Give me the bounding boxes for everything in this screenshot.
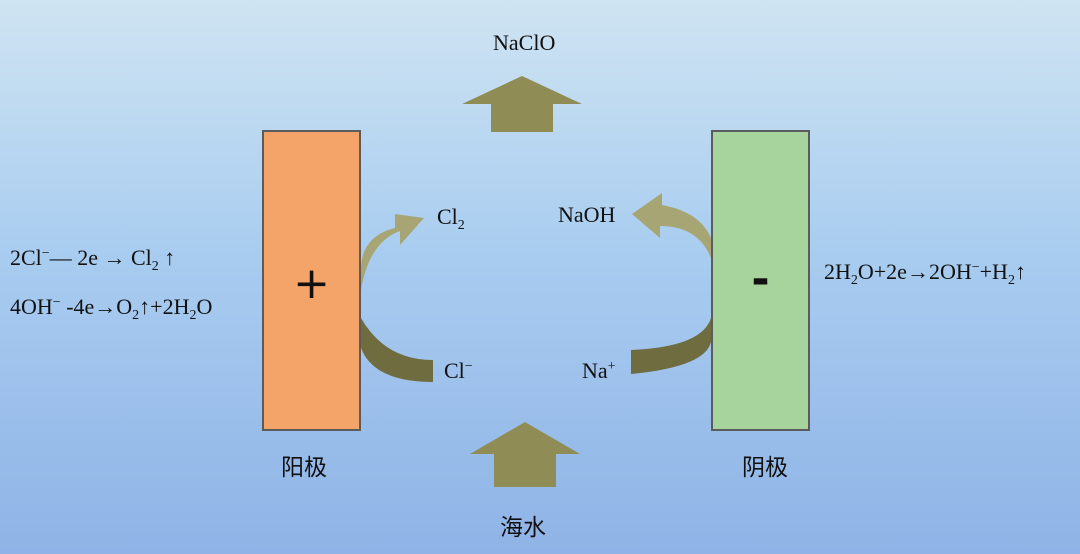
anode-label: 阳极 [281,455,327,481]
bottom-input-label: 海水 [500,515,546,541]
cathode-electrode [711,130,810,431]
cathode-label: 阴极 [742,455,788,481]
top-product-label: NaClO [493,30,556,55]
arrow-up-top [462,76,582,132]
cathode-reaction: 2H2O+2e→2OH−+H2↑ [824,259,1026,288]
anode-reaction-2: 4OH− -4e→O2↑+2H2O [10,294,213,323]
arrow-up-bottom [470,422,580,487]
na-ion-label: Na+ [582,358,616,383]
anode-reaction-1: 2Cl−— 2e → Cl2 ↑ [10,245,176,274]
cathode-sign: - [751,254,770,305]
curve-cathode-to-naoh [632,193,711,258]
curve-na-ion-to-cathode [631,318,711,374]
naoh-label: NaOH [558,202,616,227]
curve-cl-ion-to-anode [361,318,433,382]
anode-electrode [262,130,361,431]
cl2-gas-label: Cl2 [437,204,465,233]
curve-anode-to-cl2 [361,214,424,290]
cl-ion-label: Cl− [444,358,473,383]
anode-sign: + [293,258,330,309]
